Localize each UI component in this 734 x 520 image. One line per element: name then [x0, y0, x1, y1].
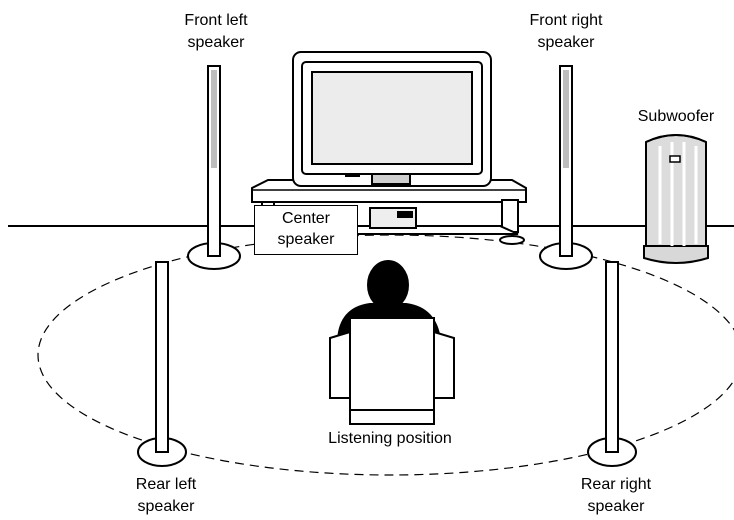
listening-area-ellipse	[37, 234, 734, 476]
chair	[329, 317, 455, 425]
rear-right-label: Rear right speaker	[580, 476, 652, 515]
television	[292, 51, 492, 187]
listening-position-label: Listening position	[328, 430, 452, 447]
subwoofer	[643, 134, 709, 264]
rear-right-speaker	[587, 261, 637, 467]
front-right-speaker	[539, 65, 593, 270]
subwoofer-label: Subwoofer	[637, 108, 715, 125]
front-right-label: Front right speaker	[529, 12, 603, 51]
center-speaker-label: Center speaker	[254, 205, 358, 255]
front-left-speaker	[187, 65, 241, 270]
rear-left-label: Rear left speaker	[135, 476, 197, 515]
front-left-label: Front left speaker	[184, 12, 248, 51]
rear-left-speaker	[137, 261, 187, 467]
